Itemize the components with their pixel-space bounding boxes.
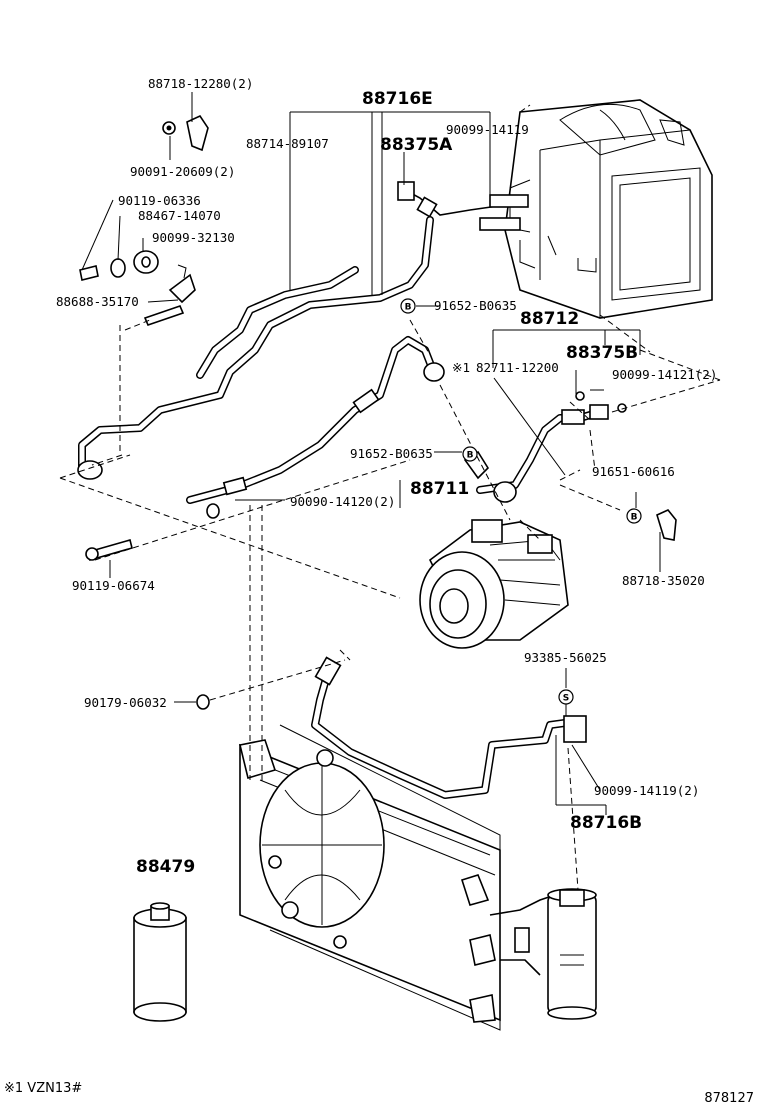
pipes (77, 181, 609, 799)
callout-note-mark: ※1 (452, 360, 470, 375)
marker-b-top-text: B (405, 303, 412, 313)
compressor (419, 519, 569, 649)
callout-91652-B0635-mid: 91652-B0635 (350, 446, 433, 461)
callout-88375A: 88375A (380, 135, 453, 155)
callout-91651-60616: 91651-60616 (592, 464, 675, 479)
marker-b-right-text: B (631, 513, 638, 523)
callout-90091-20609: 90091-20609(2) (130, 164, 235, 179)
callout-88711: 88711 (410, 479, 469, 499)
marker-b-mid-text: B (467, 451, 474, 461)
marker-s-text: S (563, 694, 569, 704)
refrigerant-can (133, 902, 187, 1022)
callout-91652-B0635-top: 91652-B0635 (434, 298, 517, 313)
marker-b-mid (462, 446, 478, 462)
receiver-drier (514, 888, 597, 1020)
footer-note: ※1 VZN13# (4, 1081, 82, 1096)
callout-88716B: 88716B (570, 813, 642, 833)
hardware (79, 114, 677, 710)
callout-90119-06674: 90119-06674 (72, 578, 155, 593)
marker-s (558, 689, 574, 705)
footer: ※1 VZN13# 878127 (4, 1081, 754, 1106)
callout-88716E: 88716E (362, 89, 433, 109)
callout-88712: 88712 (520, 309, 579, 329)
callout-88718-12280: 88718-12280(2) (148, 76, 253, 91)
marker-b-right (626, 508, 642, 524)
callouts: 88716E 88718-12280(2) 88714-89107 88375A… (56, 76, 717, 877)
leader-lines (81, 92, 661, 815)
callout-88479: 88479 (136, 857, 195, 877)
callout-82711-12200: 82711-12200 (476, 360, 559, 375)
callout-93385-56025: 93385-56025 (524, 650, 607, 665)
callout-88688-35170: 88688-35170 (56, 294, 139, 309)
markers: B B B S (400, 298, 642, 705)
callout-88375B: 88375B (566, 343, 638, 363)
callout-90090-14120: 90090-14120(2) (290, 494, 395, 509)
condenser (239, 724, 556, 1031)
marker-b-top (400, 298, 416, 314)
callout-90099-14119-bot: 90099-14119(2) (594, 783, 699, 798)
diagram-number: 878127 (704, 1091, 754, 1106)
reference-lines (59, 319, 721, 891)
callout-88714-89107: 88714-89107 (246, 136, 329, 151)
callout-88467-14070: 88467-14070 (138, 208, 221, 223)
callout-90099-14121: 90099-14121(2) (612, 367, 717, 382)
callout-90119-06336: 90119-06336 (118, 193, 201, 208)
evaporator-unit (504, 99, 713, 353)
callout-90099-14119-top: 90099-14119 (446, 122, 529, 137)
callout-90179-06032: 90179-06032 (84, 695, 167, 710)
callout-90099-32130: 90099-32130 (152, 230, 235, 245)
callout-88718-35020: 88718-35020 (622, 573, 705, 588)
